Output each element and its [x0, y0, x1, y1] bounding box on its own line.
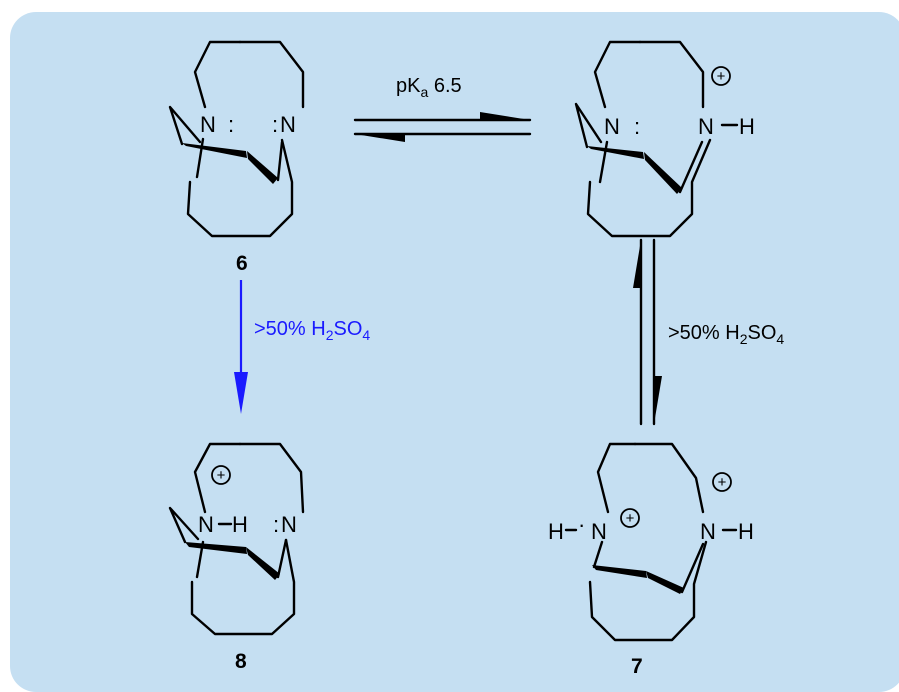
mono-hydrogen-right: H	[739, 114, 755, 139]
mono-positive-charge: +	[711, 66, 731, 86]
svg-text:+: +	[217, 467, 226, 484]
c6-lone-pair-right: :	[272, 112, 278, 137]
mono-nitrogen-left: N	[604, 114, 620, 139]
c7-positive-charge-right: +	[712, 472, 732, 492]
c6-nitrogen-left: N	[200, 112, 216, 137]
mono-nitrogen-right: N	[698, 114, 714, 139]
c8-nitrogen-right: N	[281, 512, 297, 537]
c7-nitrogen-right: N	[700, 519, 716, 544]
c8-positive-charge: +	[211, 465, 231, 485]
compound-6: N : : N	[168, 40, 305, 238]
c7-hydrogen-right: H	[738, 519, 754, 544]
compound-monoprotonated: N : N H +	[574, 40, 755, 238]
condition-acid-right: >50% H2SO4	[668, 322, 784, 347]
c7-dot: ·	[578, 512, 585, 537]
svg-text:+: +	[717, 68, 726, 85]
c8-lone-pair-right: :	[273, 512, 279, 537]
compound-7: H · N N H + +	[548, 442, 754, 642]
mono-lone-pair-left: :	[634, 114, 640, 139]
c8-hydrogen-inner: H	[232, 512, 248, 537]
c7-nitrogen-left: N	[591, 519, 607, 544]
reaction-scheme: N : : N 6 N : N H + N H :	[10, 12, 899, 692]
equilibrium-arrow-horizontal	[353, 112, 532, 142]
label-compound-8: 8	[235, 650, 247, 673]
svg-text:+: +	[718, 474, 727, 491]
compound-8: N H : N +	[168, 442, 305, 636]
c6-lone-pair-left: :	[228, 112, 234, 137]
scheme-panel: N : : N 6 N : N H + N H :	[10, 12, 899, 692]
c7-positive-charge-left: +	[620, 508, 640, 528]
reaction-arrow-blue	[234, 280, 248, 414]
c7-hydrogen-left: H	[548, 519, 564, 544]
c8-nitrogen-left: N	[198, 512, 214, 537]
condition-acid-blue: >50% H2SO4	[254, 318, 370, 343]
c6-nitrogen-right: N	[280, 112, 296, 137]
equilibrium-arrow-vertical	[633, 238, 662, 426]
label-compound-6: 6	[236, 252, 248, 275]
condition-pka: pKa 6.5	[396, 75, 462, 100]
label-compound-7: 7	[631, 655, 643, 678]
panel-background	[10, 12, 899, 692]
svg-text:+: +	[626, 510, 635, 527]
